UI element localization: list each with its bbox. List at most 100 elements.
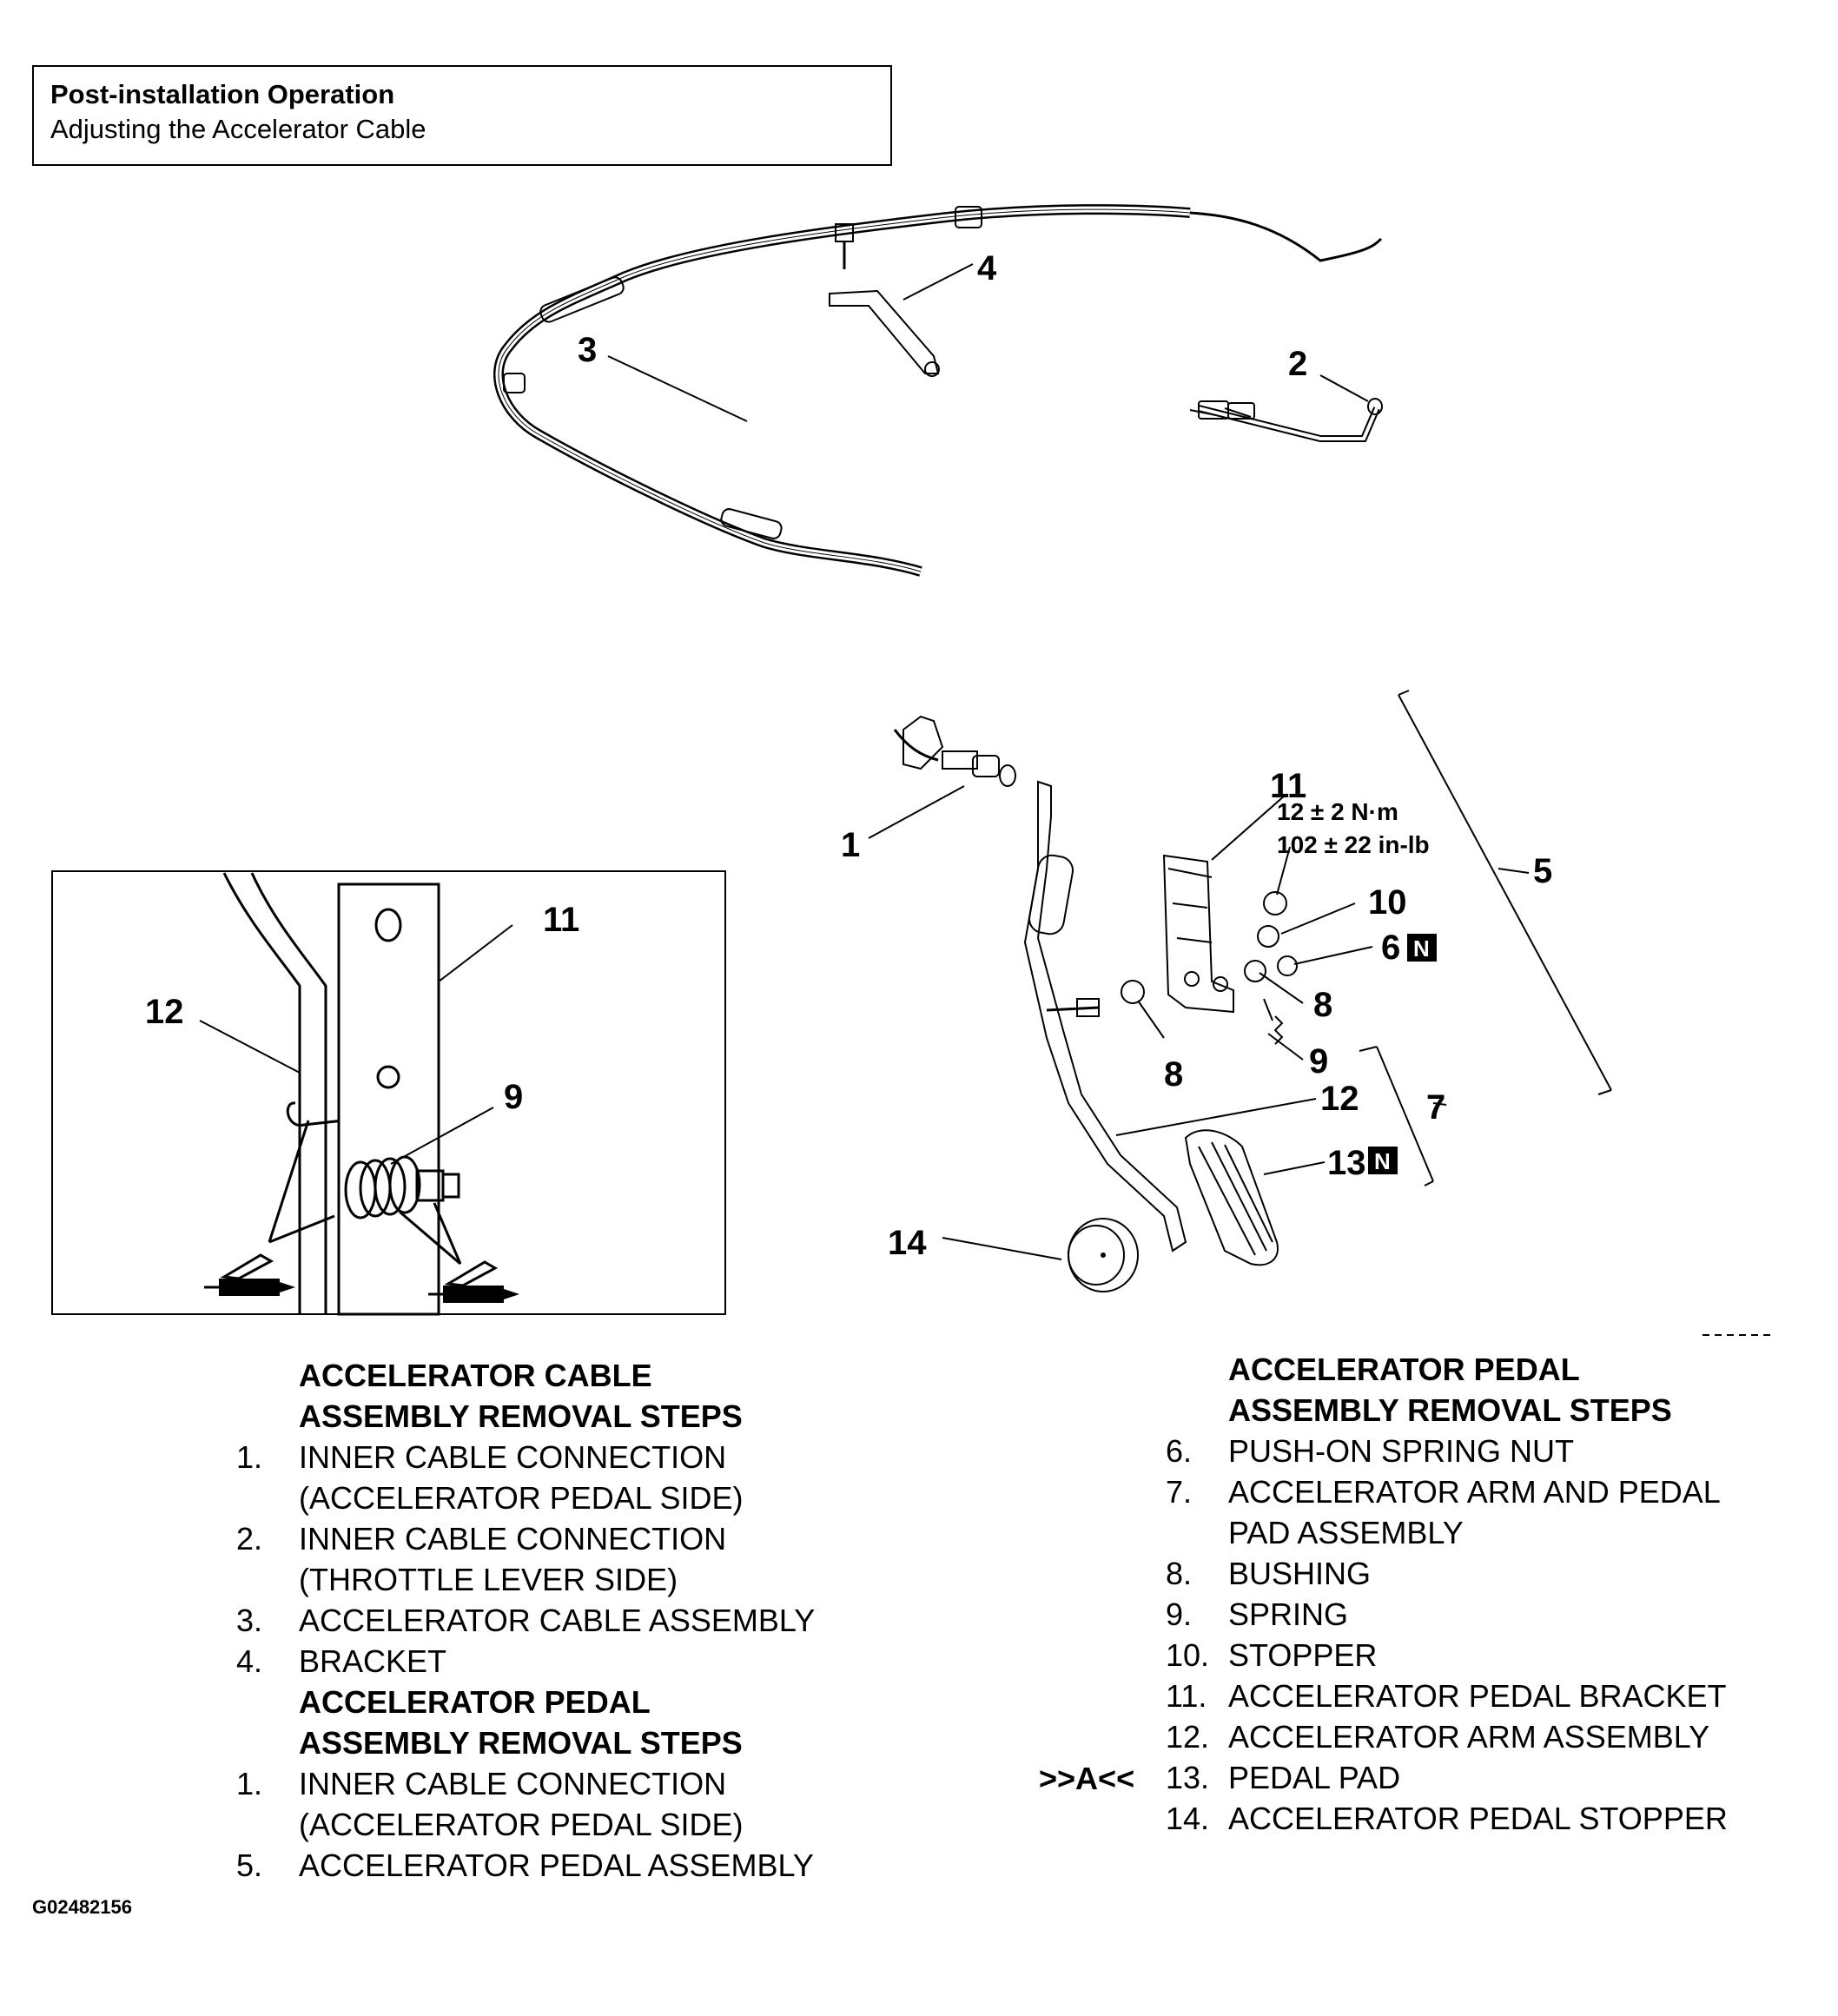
n-badge-6-text: N [1413, 935, 1430, 962]
list-item-num: 7. [1166, 1474, 1193, 1510]
list-item: 5. ACCELERATOR PEDAL ASSEMBLY [236, 1845, 896, 1886]
pedal-removal-heading-line1: ACCELERATOR PEDAL [299, 1684, 651, 1720]
list-item-text: PEDAL PAD [1228, 1760, 1401, 1795]
callout-11: 11 [1270, 767, 1306, 805]
list-item-num [236, 1804, 299, 1845]
list-item-num: 13. [1166, 1760, 1210, 1795]
list-item-num: 9. [1166, 1596, 1193, 1632]
right-steps: ACCELERATOR PEDAL ASSEMBLY REMOVAL STEPS… [1166, 1349, 1835, 1839]
list-item-num: 5. [236, 1847, 263, 1883]
pedal-pad [1184, 1129, 1279, 1266]
list-item-text: INNER CABLE CONNECTION [299, 1521, 727, 1557]
list-item: (ACCELERATOR PEDAL SIDE) [236, 1804, 896, 1845]
callout-4: 4 [977, 249, 997, 288]
list-item-text: INNER CABLE CONNECTION [299, 1766, 727, 1801]
callout-7: 7 [1426, 1088, 1445, 1127]
list-item: (THROTTLE LEVER SIDE) [236, 1559, 896, 1600]
list-item-text: BRACKET [299, 1643, 447, 1679]
list-item-text: ACCELERATOR PEDAL ASSEMBLY [299, 1847, 814, 1883]
grease-tube-icon-right [428, 1260, 519, 1303]
list-item: PAD ASSEMBLY [1166, 1512, 1835, 1553]
list-item-text: PAD ASSEMBLY [1228, 1515, 1464, 1550]
accelerator-cable [493, 204, 1383, 787]
torque-nm: 12 ± 2 N·m [1277, 798, 1398, 825]
callout-3: 3 [578, 331, 597, 369]
list-item-text: PUSH-ON SPRING NUT [1228, 1433, 1575, 1469]
service-mark: >>A<< [1039, 1758, 1134, 1799]
callout-10: 10 [1368, 883, 1407, 922]
list-item: 2. INNER CABLE CONNECTION [236, 1518, 896, 1559]
callout-9: 9 [1309, 1042, 1328, 1081]
header-title: Post-installation Operation [50, 79, 395, 109]
list-item-text: ACCELERATOR CABLE ASSEMBLY [299, 1603, 816, 1638]
list-item-text: (THROTTLE LEVER SIDE) [299, 1562, 678, 1597]
list-item-num: 14. [1166, 1801, 1210, 1836]
list-item: 13. PEDAL PAD [1166, 1757, 1835, 1798]
list-item-num: 8. [1166, 1556, 1193, 1591]
list-item: 4. BRACKET [236, 1641, 896, 1682]
n-badge-13-text: N [1374, 1148, 1391, 1174]
list-item-num: 11. [1166, 1678, 1207, 1714]
list-item-num: 6. [1166, 1433, 1193, 1469]
cable-removal-heading-line1: ACCELERATOR CABLE [299, 1358, 652, 1393]
list-item-num: 3. [236, 1603, 263, 1638]
callout-8-right: 8 [1313, 986, 1332, 1024]
pedal-bracket [1162, 854, 1234, 1014]
list-item: (ACCELERATOR PEDAL SIDE) [236, 1477, 896, 1518]
callout-1: 1 [841, 826, 860, 864]
list-item: 7. ACCELERATOR ARM AND PEDAL [1166, 1471, 1835, 1512]
right-heading-line1: ACCELERATOR PEDAL [1228, 1352, 1580, 1387]
inset-callout-11: 11 [543, 901, 579, 939]
inset-detail [51, 870, 726, 1316]
callout-14: 14 [888, 1224, 927, 1262]
list-item: 12. ACCELERATOR ARM ASSEMBLY [1166, 1716, 1835, 1757]
list-item-num: 2. [236, 1521, 263, 1557]
callout-8-left: 8 [1164, 1055, 1183, 1094]
list-item: 1. INNER CABLE CONNECTION [236, 1437, 896, 1477]
accelerator-arm [1023, 780, 1187, 1253]
list-item-text: STOPPER [1228, 1637, 1378, 1673]
list-item-num: 1. [236, 1439, 263, 1475]
n-badge-13 [1368, 1147, 1398, 1174]
list-item: 1.INNER CABLE CONNECTION [236, 1763, 896, 1804]
header-subtitle: Adjusting the Accelerator Cable [50, 114, 426, 144]
list-item-num: 4. [236, 1643, 263, 1679]
list-item-num: 12. [1166, 1719, 1210, 1755]
list-item: 3. ACCELERATOR CABLE ASSEMBLY [236, 1600, 896, 1641]
left-steps: ACCELERATOR CABLE ASSEMBLY REMOVAL STEPS… [236, 1355, 896, 1886]
list-item-text: ACCELERATOR ARM ASSEMBLY [1228, 1719, 1710, 1755]
callout-2: 2 [1288, 345, 1307, 383]
list-item-text: (ACCELERATOR PEDAL SIDE) [299, 1807, 744, 1842]
callout-13: 13 [1327, 1144, 1366, 1182]
torque-inlb: 102 ± 22 in-lb [1277, 831, 1430, 858]
cable-removal-heading-line2: ASSEMBLY REMOVAL STEPS [299, 1398, 743, 1434]
list-item: 6. PUSH-ON SPRING NUT [1166, 1431, 1835, 1471]
callout-6: 6 [1381, 929, 1400, 967]
list-item-num [236, 1477, 299, 1518]
n-badge-6 [1407, 934, 1437, 962]
inset-callout-12: 12 [145, 993, 184, 1031]
list-item: 11. ACCELERATOR PEDAL BRACKET [1166, 1676, 1835, 1716]
list-item-text: ACCELERATOR PEDAL STOPPER [1228, 1801, 1728, 1836]
small-parts [1121, 891, 1298, 1045]
list-item: 8. BUSHING [1166, 1553, 1835, 1594]
right-heading-line2: ASSEMBLY REMOVAL STEPS [1228, 1392, 1672, 1428]
list-item-num [1166, 1512, 1228, 1553]
list-item-text: BUSHING [1228, 1556, 1372, 1591]
pedal-stopper [1068, 1218, 1139, 1292]
inset-callout-9: 9 [504, 1078, 523, 1116]
list-item: 14. ACCELERATOR PEDAL STOPPER [1166, 1798, 1835, 1839]
grease-tube-icon-left [204, 1253, 295, 1296]
callout-lines [607, 263, 1612, 1260]
service-mark-text: >>A<< [1039, 1761, 1135, 1796]
list-item-text: INNER CABLE CONNECTION [299, 1439, 727, 1475]
list-item-text: ACCELERATOR PEDAL BRACKET [1228, 1678, 1727, 1714]
pedal-removal-heading-line2: ASSEMBLY REMOVAL STEPS [299, 1725, 743, 1761]
list-item-text: SPRING [1228, 1596, 1349, 1632]
list-item: 9. SPRING [1166, 1594, 1835, 1635]
callout-5: 5 [1533, 852, 1552, 890]
list-item-text: ACCELERATOR ARM AND PEDAL [1228, 1474, 1721, 1510]
figure-id: G02482156 [32, 1896, 132, 1918]
list-item-text: (ACCELERATOR PEDAL SIDE) [299, 1480, 744, 1516]
